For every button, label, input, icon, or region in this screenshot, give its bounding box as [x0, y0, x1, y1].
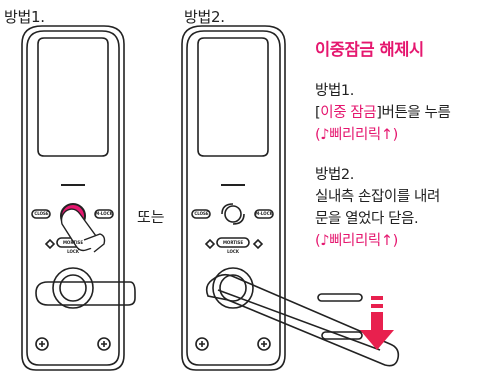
method1-instruction: [이중 잠금]버튼을 누름	[315, 102, 479, 124]
panel-title: 이중잠금 해제시	[315, 40, 424, 59]
method1-label: 방법1.	[4, 8, 45, 26]
method2-line1: 실내측 손잡이를 내려	[315, 189, 440, 205]
down-arrow-icon	[360, 296, 394, 350]
method1-sound: (♪삐리리릭↑)	[315, 127, 398, 143]
bracket-open: [	[315, 105, 321, 121]
method1-rest: ]버튼을 누름	[376, 105, 451, 121]
method2-sound: (♪삐리리릭↑)	[315, 233, 398, 249]
mlock-button-label-2: M-LOCK	[255, 211, 273, 216]
instruction-panel: 이중잠금 해제시 방법1. [이중 잠금]버튼을 누름 (♪삐리리릭↑) 방법2…	[315, 36, 479, 252]
close-button-label-1: CLOSE	[34, 211, 49, 216]
close-button-label-2: CLOSE	[194, 211, 209, 216]
mortise-lock-label-1: MORTISE LOCK	[62, 240, 84, 254]
method1-heading: 방법1.	[315, 83, 354, 99]
mortise-lock-label-2: MORTISE LOCK	[222, 240, 244, 254]
method2-line2: 문을 열었다 닫음.	[315, 211, 419, 227]
method2-heading: 방법2.	[315, 167, 354, 183]
or-text: 또는	[137, 208, 165, 226]
mlock-button-label-1: M-LOCK	[95, 211, 113, 216]
double-lock-highlight: 이중 잠금	[320, 105, 377, 121]
method2-label: 방법2.	[184, 8, 225, 26]
